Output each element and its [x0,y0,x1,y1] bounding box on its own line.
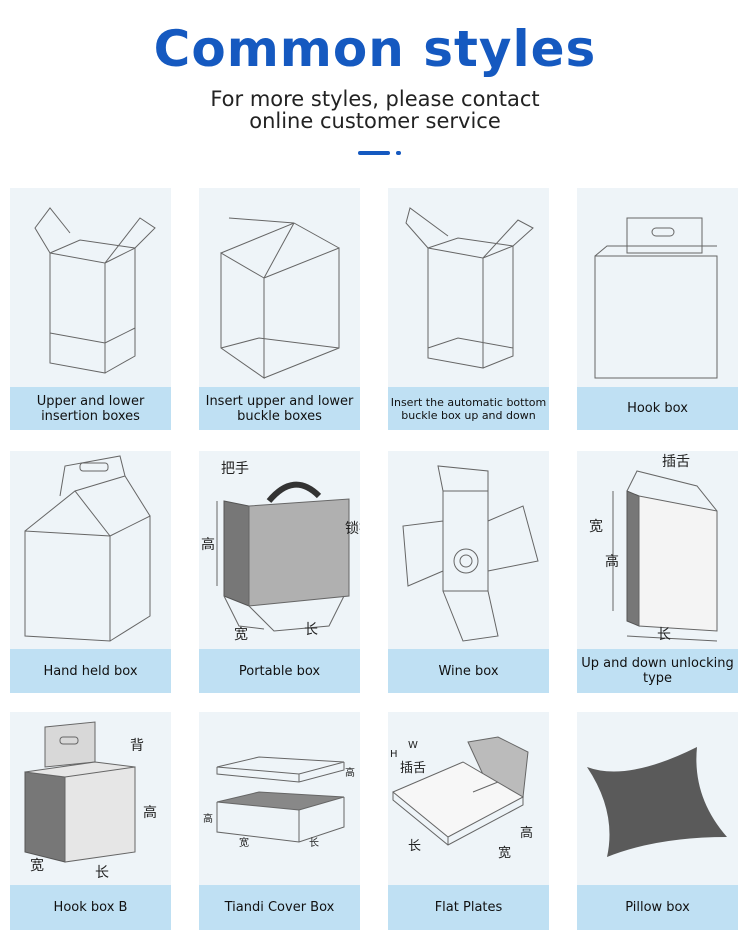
width-annotation: 宽 [589,518,603,535]
flat-plate-illustration: W H 插舌 高 长 宽 [390,736,533,861]
style-label: Flat Plates [388,885,549,930]
portable-box-illustration: 把手 锁扣 高 宽 长 [201,461,360,643]
wine-box-illustration [402,465,539,642]
height-top-annotation: 高 [345,766,355,779]
width-annotation: 宽 [498,845,511,861]
style-card-upper-lower-buckle[interactable]: Insert upper and lower buckle boxes [199,188,360,430]
style-card-hand-held[interactable]: Hand held box [10,451,171,693]
lock-annotation: 锁扣 [345,521,360,537]
insertion-box-illustration [34,207,156,374]
height-annotation: 高 [520,825,533,841]
style-card-auto-bottom[interactable]: Insert the automatic bottom buckle box u… [388,188,549,430]
tab-annotation: 插舌 [400,761,426,776]
hook-box-illustration [594,217,718,379]
width-annotation: 宽 [239,836,249,849]
handle-annotation: 把手 [221,461,249,477]
style-label: Insert upper and lower buckle boxes [199,387,360,430]
style-label: Hook box B [10,885,171,930]
style-label: Upper and lower insertion boxes [10,387,171,430]
hand-held-box-illustration [24,455,151,642]
style-label: Hook box [577,387,738,430]
title-divider [358,151,390,155]
subtitle-line-2: online customer service [249,109,501,133]
height-annotation: 高 [201,536,215,553]
style-label: Up and down unlocking type [577,649,738,693]
style-label: Portable box [199,649,360,693]
page-title: Common styles [153,20,597,78]
title-divider-dot [396,151,401,155]
style-card-portable[interactable]: 把手 锁扣 高 宽 长 Portable box [199,451,360,693]
height-bottom-annotation: 高 [203,812,213,825]
style-card-upper-lower-insertion[interactable]: Upper and lower insertion boxes [10,188,171,430]
tiandi-box-illustration: 高 高 宽 长 [203,756,355,849]
length-annotation: 长 [408,839,421,854]
length-annotation: 长 [657,627,671,643]
length-annotation: 长 [95,865,109,881]
hook-box-b-illustration: 背 高 宽 长 [24,721,157,881]
height-annotation: 高 [143,804,157,821]
style-label: Insert the automatic bottom buckle box u… [388,387,549,430]
style-label: Wine box [388,649,549,693]
buckle-box-illustration [220,217,340,379]
style-card-hook-box-b[interactable]: 背 高 宽 长 Hook box B [10,712,171,930]
auto-bottom-box-illustration [405,207,534,369]
length-annotation: 长 [304,622,318,638]
unlocking-box-illustration: 插舌 宽 高 长 [589,454,718,643]
length-annotation: 长 [309,837,319,849]
style-label: Pillow box [577,885,738,930]
back-annotation: 背 [130,738,144,754]
height-annotation: 高 [605,553,619,570]
tab-annotation: 插舌 [662,454,690,470]
style-card-wine-box[interactable]: Wine box [388,451,549,693]
subtitle-line-1: For more styles, please contact [210,87,540,111]
width-annotation: 宽 [30,857,44,874]
style-card-hook-box[interactable]: Hook box [577,188,738,430]
width-annotation: 宽 [234,626,248,643]
style-card-up-down-unlocking[interactable]: 插舌 宽 高 长 Up and down unlocking type [577,451,738,693]
h-annotation: H [390,749,398,760]
style-card-flat-plates[interactable]: W H 插舌 高 长 宽 Flat Plates [388,712,549,930]
style-label: Tiandi Cover Box [199,885,360,930]
style-card-pillow-box[interactable]: Pillow box [577,712,738,930]
style-card-tiandi-cover[interactable]: 高 高 宽 长 Tiandi Cover Box [199,712,360,930]
pillow-box-illustration [587,747,727,857]
style-label: Hand held box [10,649,171,693]
w-annotation: W [408,740,418,751]
